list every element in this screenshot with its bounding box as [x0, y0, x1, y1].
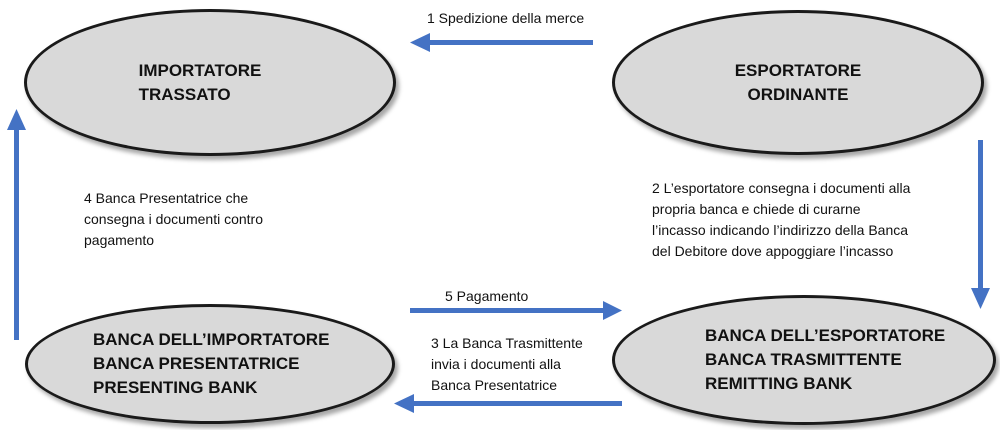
- arrow-step-3: [394, 394, 622, 413]
- node-importatore-line-2: TRASSATO: [138, 84, 231, 104]
- step-3-line-3: Banca Presentatrice: [431, 377, 558, 393]
- step-3-label: 3 La Banca Trasmittente invia i document…: [431, 333, 583, 396]
- node-banca-esportatore-line-2: BANCA TRASMITTENTE: [705, 350, 902, 369]
- node-importatore-line-1: IMPORTATORE: [138, 60, 262, 80]
- node-esportatore-line-2: ORDINANTE: [747, 84, 849, 104]
- node-importatore: IMPORTATORE TRASSATO: [24, 9, 396, 156]
- step-4-line-2: consegna i documenti contro: [84, 211, 263, 227]
- step-1-label: 1 Spedizione della merce: [427, 8, 584, 29]
- node-banca-esportatore-line-3: REMITTING BANK: [705, 374, 853, 393]
- step-3-line-2: invia i documenti alla: [431, 356, 561, 372]
- node-banca-esportatore-line-1: BANCA DELL’ESPORTATORE: [705, 326, 946, 345]
- node-banca-esportatore: BANCA DELL’ESPORTATORE BANCA TRASMITTENT…: [612, 295, 996, 425]
- arrow-step-4: [7, 109, 26, 340]
- node-banca-importatore-line-1: BANCA DELL’IMPORTATORE: [93, 330, 330, 349]
- step-5-label: 5 Pagamento: [445, 286, 528, 307]
- step-4-line-1: 4 Banca Presentatrice che: [84, 190, 249, 206]
- arrow-step-1: [410, 33, 593, 52]
- step-3-line-1: 3 La Banca Trasmittente: [431, 335, 583, 351]
- arrow-step-2: [971, 140, 990, 309]
- step-1-line-1: 1 Spedizione della merce: [427, 10, 585, 26]
- step-5-line-1: 5 Pagamento: [445, 288, 529, 304]
- arrow-step-5: [410, 301, 622, 320]
- step-2-line-1: 2 L’esportatore consegna i documenti all…: [652, 180, 911, 196]
- node-banca-importatore-line-3: PRESENTING BANK: [93, 378, 258, 397]
- node-esportatore-line-1: ESPORTATORE: [734, 60, 862, 80]
- step-2-line-2: propria banca e chiede di curarne: [652, 201, 861, 217]
- node-banca-importatore: BANCA DELL’IMPORTATORE BANCA PRESENTATRI…: [25, 304, 395, 424]
- step-4-line-3: pagamento: [84, 232, 155, 248]
- step-2-label: 2 L’esportatore consegna i documenti all…: [652, 178, 910, 262]
- node-esportatore: ESPORTATORE ORDINANTE: [612, 10, 984, 155]
- step-2-line-4: del Debitore dove appoggiare l’incasso: [652, 243, 894, 259]
- step-4-label: 4 Banca Presentatrice che consegna i doc…: [84, 188, 263, 251]
- step-2-line-3: l’incasso indicando l’indirizzo della Ba…: [652, 222, 909, 238]
- node-banca-importatore-line-2: BANCA PRESENTATRICE: [93, 354, 300, 373]
